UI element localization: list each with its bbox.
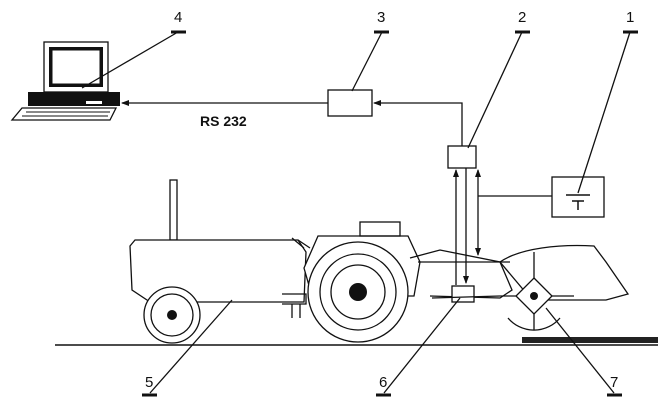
callout-3: 3 [377, 9, 385, 26]
signal-to-interface [373, 100, 463, 146]
callout-2: 2 [518, 9, 526, 26]
power-supply [551, 176, 605, 218]
callout-underlines [142, 30, 638, 397]
rs232-label: RS 232 [200, 113, 247, 129]
tillage-tool [500, 252, 574, 331]
force-sensor [451, 285, 475, 303]
soil-strip [522, 337, 658, 343]
implement-frame [409, 244, 630, 301]
computer [10, 41, 120, 121]
callout-1: 1 [626, 9, 634, 26]
leader-lines [81, 31, 631, 394]
amplifier-box [447, 145, 477, 169]
callout-7: 7 [610, 374, 618, 391]
sensor-drawbar [431, 295, 501, 299]
callout-5: 5 [145, 374, 153, 391]
interface-box [327, 89, 373, 117]
callout-6: 6 [379, 374, 387, 391]
tractor [129, 179, 421, 344]
callout-4: 4 [174, 9, 182, 26]
